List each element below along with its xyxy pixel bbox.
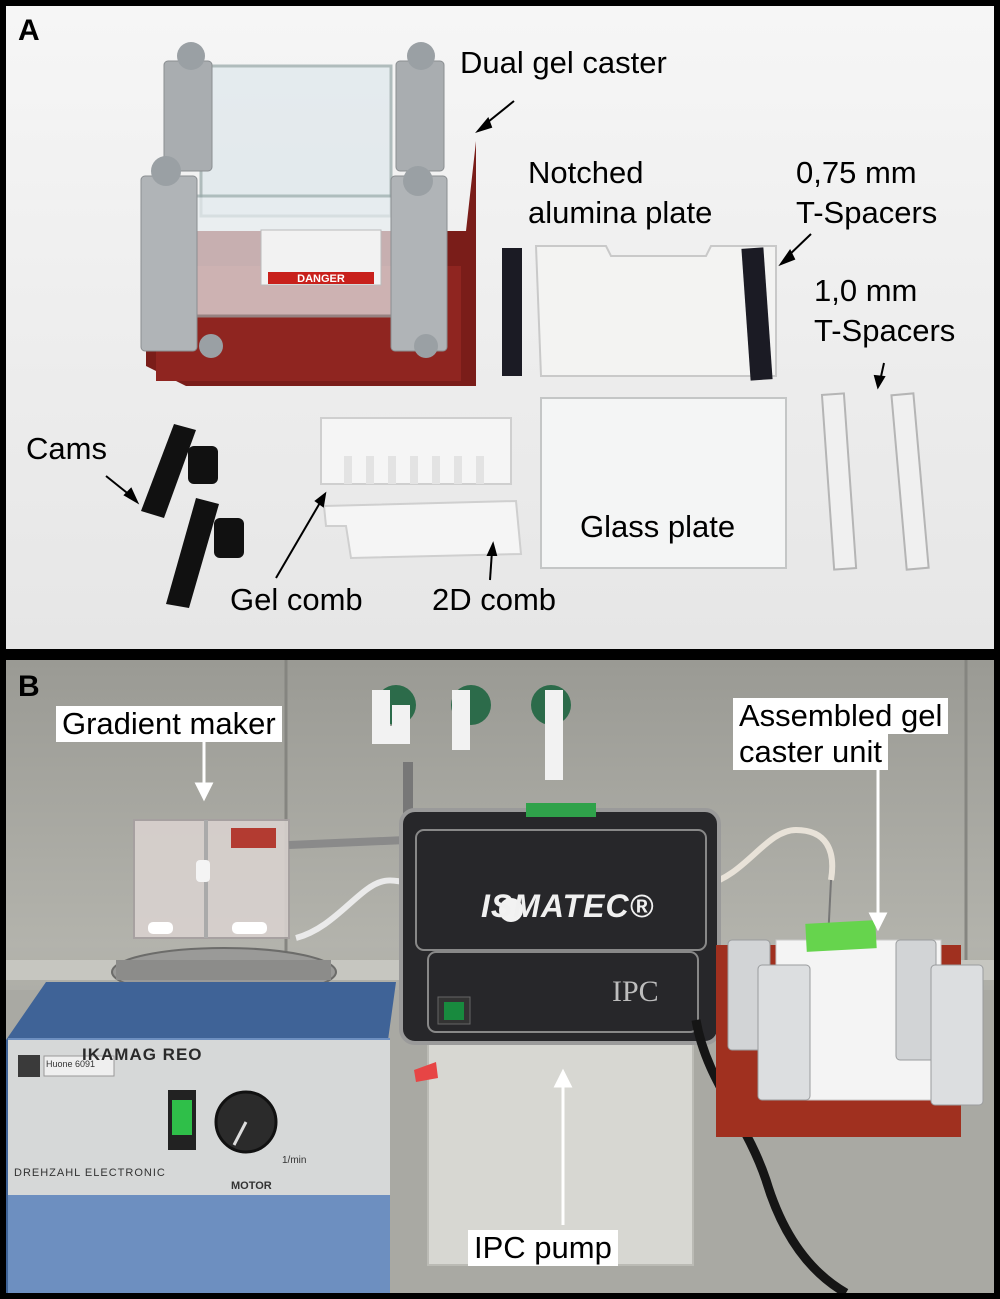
spacer-075-right	[741, 247, 773, 381]
label-dual-gel-caster: Dual gel caster	[460, 45, 667, 80]
assembled-clamp-right-front	[930, 964, 984, 1106]
assembled-clamp-right-back	[895, 939, 937, 1061]
stirrer-sub-text: DREHZAHL ELECTRONIC	[14, 1167, 166, 1179]
label-notched-plate-line1: Notched	[528, 155, 644, 190]
clamp-back-right	[395, 60, 445, 172]
label-spacers-10-line1: 1,0 mm	[814, 273, 918, 308]
label-spacers-10-line2: T-Spacers	[814, 313, 956, 348]
ismatec-logo-icon	[499, 898, 523, 922]
glass-plate	[540, 397, 787, 569]
pump-brand-text: ISMATEC®	[481, 888, 655, 924]
cam-upper	[141, 424, 218, 518]
label-ipc-pump: IPC pump	[468, 1230, 618, 1266]
panel-b-letter: B	[18, 670, 40, 703]
clamp-front-right	[390, 175, 448, 352]
stirrer-tag	[43, 1055, 115, 1077]
caster-glass-back	[199, 64, 393, 218]
spacer-075-left	[502, 248, 522, 376]
danger-sticker-text: DANGER	[297, 273, 345, 285]
label-gel-comb: Gel comb	[230, 582, 363, 617]
label-2d-comb: 2D comb	[432, 582, 557, 617]
label-assembled-line2: caster unit	[733, 734, 889, 770]
pump-stand	[427, 1034, 694, 1266]
label-glass-plate: Glass plate	[580, 509, 736, 544]
panel-a-photo: DANGER	[6, 6, 994, 649]
pump-model-text: IPC	[612, 975, 659, 1008]
label-gradient-maker: Gradient maker	[56, 706, 282, 742]
panel-b-scene	[6, 660, 994, 1293]
wall-taps	[372, 685, 571, 780]
stirrer-tag-text: Huone 6091	[46, 1059, 96, 1069]
2d-comb	[322, 499, 523, 560]
cam-lower	[166, 498, 244, 608]
dial-unit-text: 1/min	[282, 1155, 307, 1166]
label-spacers-075-line1: 0,75 mm	[796, 155, 917, 190]
spacer-10-right	[890, 392, 930, 571]
panel-a-scene: DANGER	[105, 42, 930, 608]
label-spacers-075-line2: T-Spacers	[796, 195, 938, 230]
stirrer-motor-text: MOTOR	[231, 1180, 272, 1192]
label-cams: Cams	[26, 431, 107, 466]
assembled-clamp-left-front	[757, 964, 811, 1101]
panel-b-photo: ISMATEC® IPC IKAMAG REO Huone 6091 DREHZ…	[6, 660, 994, 1293]
spacer-10-left	[820, 392, 858, 571]
label-assembled-line1: Assembled gel	[733, 698, 949, 734]
notched-alumina-plate	[534, 245, 777, 377]
panel-a-letter: A	[18, 14, 40, 47]
label-notched-plate-line2: alumina plate	[528, 195, 713, 230]
clamp-back-left	[163, 60, 213, 172]
stirrer-brand-text: IKAMAG REO	[82, 1045, 203, 1064]
clamp-front-left	[140, 175, 198, 352]
